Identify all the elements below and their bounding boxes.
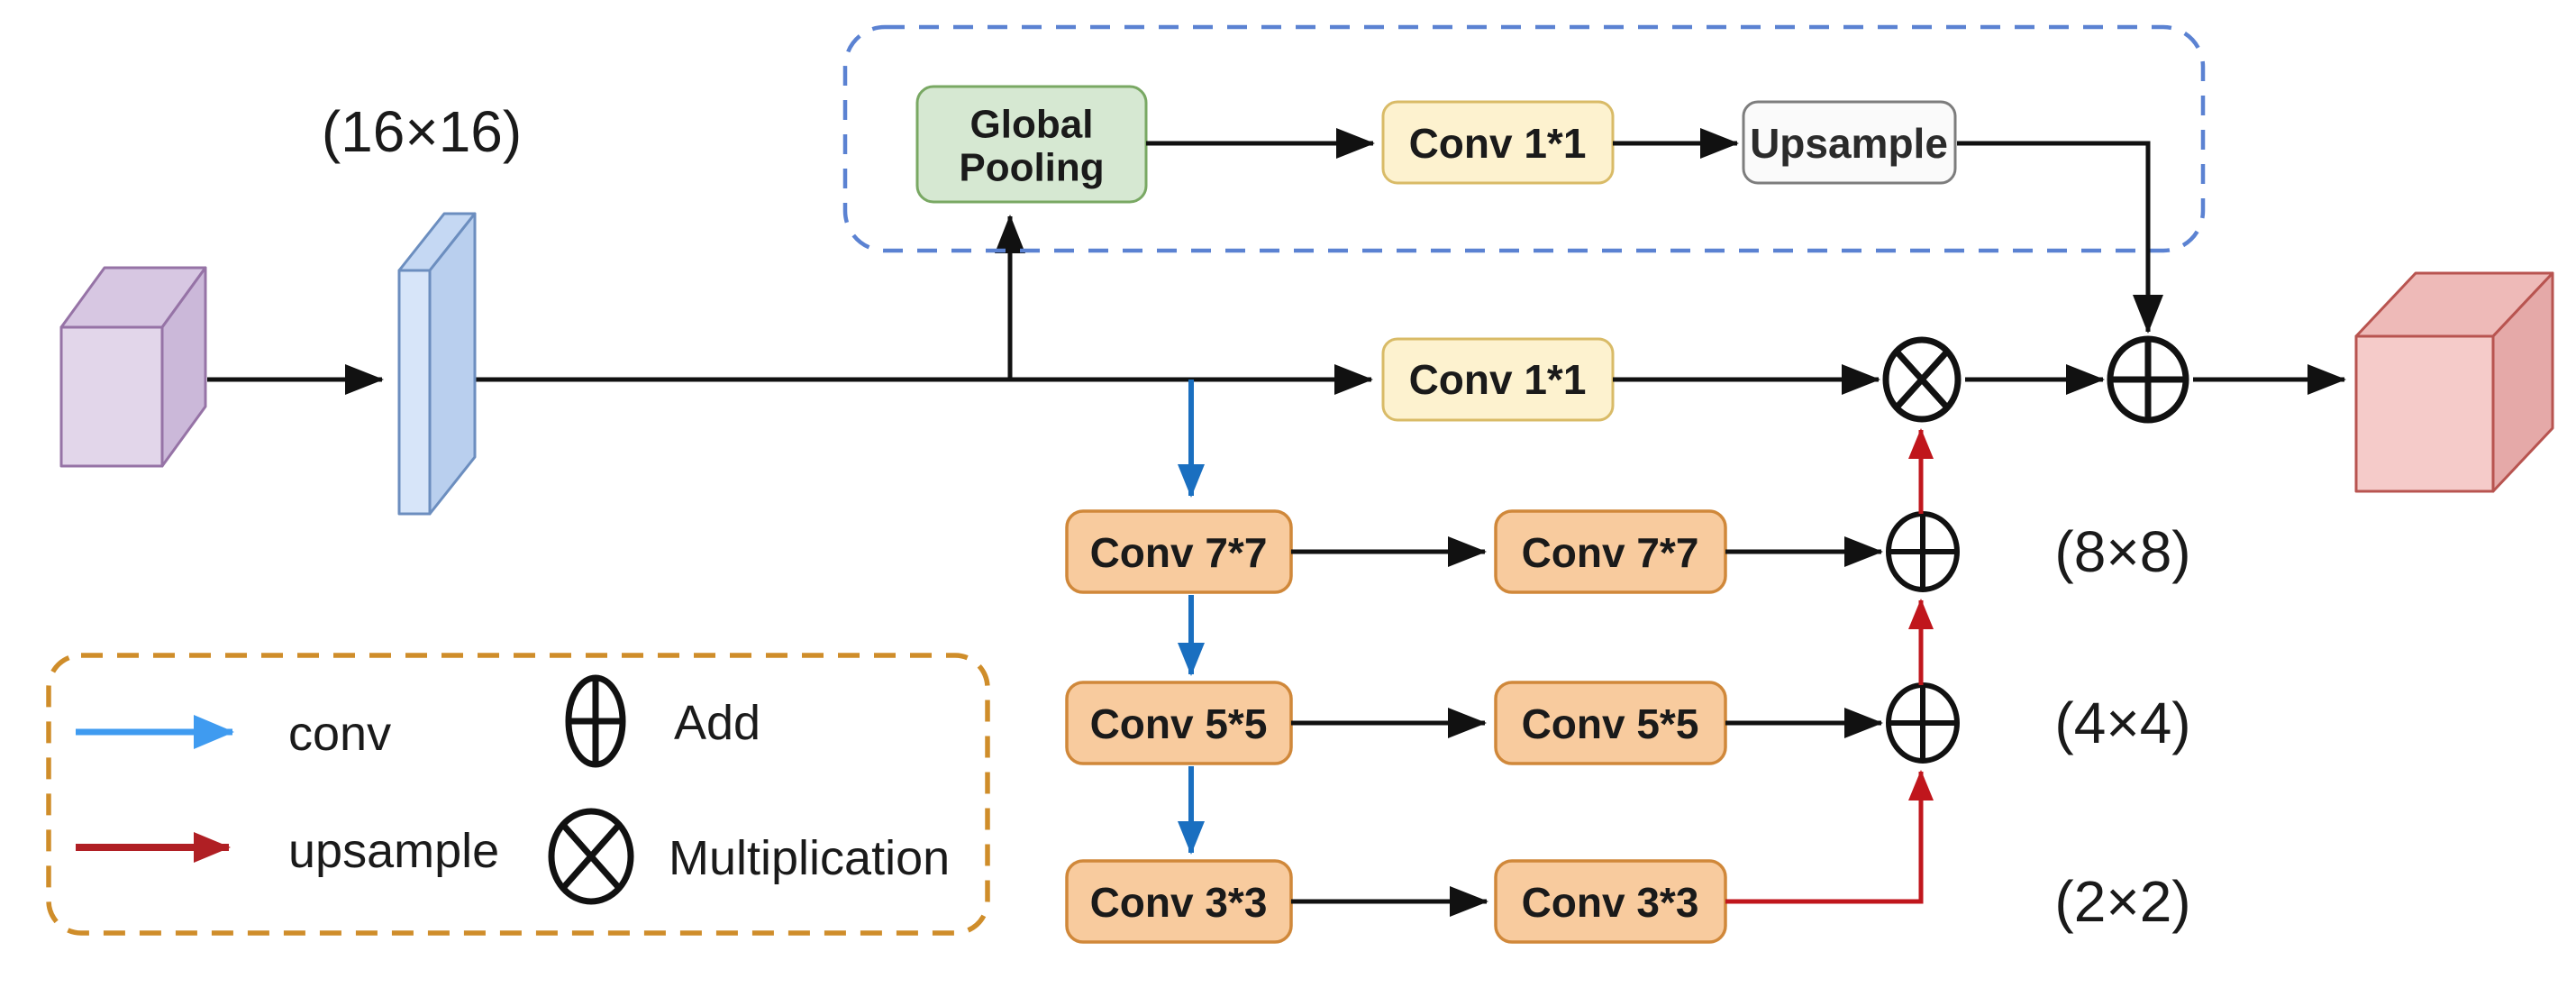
input-cube bbox=[59, 266, 207, 468]
legend-add-label: Add bbox=[674, 696, 760, 750]
legend-multiplication-label: Multiplication bbox=[669, 831, 950, 885]
row-1-size-label: (8×8) bbox=[2054, 519, 2190, 584]
output-cube bbox=[2354, 271, 2554, 493]
global-pooling-label-line2: Pooling bbox=[959, 146, 1104, 190]
conv-row-1-first-label: Conv 7*7 bbox=[1090, 529, 1268, 576]
legend-upsample-label: upsample bbox=[288, 824, 499, 878]
add-node-row-2-icon bbox=[1886, 682, 1960, 764]
legend-border bbox=[46, 653, 990, 936]
upsample-label: Upsample bbox=[1750, 120, 1948, 167]
conv-row-2-first-label: Conv 5*5 bbox=[1090, 700, 1268, 747]
input-size-label: (16×16) bbox=[322, 99, 522, 164]
legend-box: conv Add upsample Multiplication bbox=[46, 653, 990, 936]
conv1x1-top-label: Conv 1*1 bbox=[1409, 120, 1587, 167]
output-cube-front-face bbox=[2354, 334, 2495, 493]
attention-branch-box bbox=[842, 24, 2206, 253]
legend-multiplication-icon bbox=[548, 808, 634, 905]
upsample-path-row3-row2 bbox=[1725, 770, 1934, 904]
feature-slab-front-face bbox=[397, 269, 432, 516]
input-cube-front-face bbox=[59, 325, 164, 468]
global-pooling-label-line1: Global bbox=[970, 103, 1094, 147]
feature-slab bbox=[397, 212, 477, 516]
add-node-icon bbox=[2107, 335, 2189, 424]
upsample-box bbox=[1742, 100, 1957, 185]
legend-add-icon bbox=[565, 674, 626, 768]
conv1x1-main-label: Conv 1*1 bbox=[1409, 356, 1587, 403]
multiply-node-icon bbox=[1882, 336, 1962, 423]
row-3-size-label: (2×2) bbox=[2054, 869, 2190, 934]
conv-row-3-second-label: Conv 3*3 bbox=[1522, 879, 1699, 926]
upsample-output-line bbox=[1957, 141, 2163, 334]
add-node-row-1-icon bbox=[1886, 511, 1960, 592]
legend-conv-label: conv bbox=[288, 707, 391, 761]
conv-row-3-first-label: Conv 3*3 bbox=[1090, 879, 1268, 926]
conv-row-1-second-label: Conv 7*7 bbox=[1522, 529, 1699, 576]
conv-row-2-second-label: Conv 5*5 bbox=[1522, 700, 1699, 747]
row-2-size-label: (4×4) bbox=[2054, 691, 2190, 755]
